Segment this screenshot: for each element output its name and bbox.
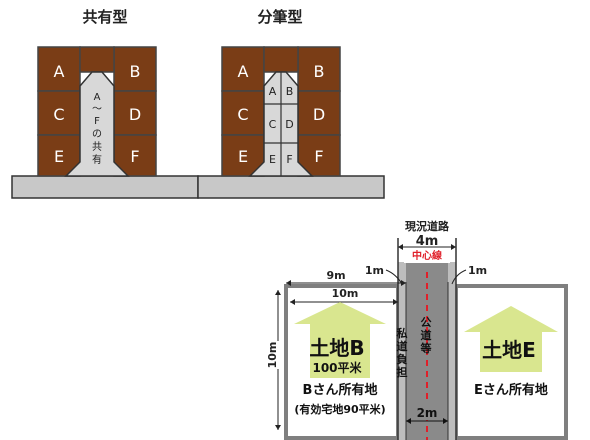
subdivision-base-road xyxy=(197,175,385,199)
land-e-owner: Eさん所有地 xyxy=(474,382,548,398)
dim-2m-arrows xyxy=(406,418,448,424)
center-line-label-bg xyxy=(404,248,450,263)
subdivision-type-diagram: 分筆型 A B C D E F A B C D E F xyxy=(197,8,385,199)
path-lot-b-label: B xyxy=(286,85,294,98)
existing-road-label: 現況道路 xyxy=(405,219,450,233)
shared-lot-b xyxy=(113,46,157,92)
shared-path-char-4: の xyxy=(92,129,102,140)
shared-base-road xyxy=(11,175,199,199)
land-e-title: 土地E xyxy=(482,338,536,362)
sub-lot-b xyxy=(297,46,341,92)
dim-10m-v-label: 10m xyxy=(266,342,279,369)
road-width-label: 4m xyxy=(416,234,439,249)
center-line-label: 中心線 xyxy=(412,249,442,262)
setback-left-label: 1m xyxy=(365,264,384,277)
sub-lot-top-middle xyxy=(263,46,299,73)
shared-lot-b-label: B xyxy=(130,62,141,81)
public-road-char: 道 xyxy=(421,328,432,342)
subdivision-lots xyxy=(221,46,341,177)
land-b-owner: Bさん所有地 xyxy=(303,382,378,398)
shared-path-char-1: A xyxy=(94,92,101,103)
shared-lot-top-middle xyxy=(79,46,115,73)
sub-lot-f-label: F xyxy=(314,147,323,166)
path-lot-c-label: C xyxy=(269,118,277,131)
shared-path-char-2: 〜 xyxy=(92,104,102,115)
subdivision-type-title: 分筆型 xyxy=(257,8,302,26)
shared-lot-e-label: E xyxy=(54,147,64,166)
sub-lot-c-label: C xyxy=(237,105,248,124)
path-lot-d-label: D xyxy=(285,118,293,131)
private-burden-char: 私 xyxy=(397,326,408,340)
land-e-arrow-icon xyxy=(464,306,558,372)
shared-path-text: A 〜 F の 共 有 xyxy=(92,92,102,166)
dim-9m-label: 9m xyxy=(326,269,345,282)
shared-lot-f-label: F xyxy=(130,147,139,166)
shared-path-char-5: 共 xyxy=(92,141,102,153)
private-burden-char: 道 xyxy=(397,339,408,353)
shared-lot-d-label: D xyxy=(129,105,141,124)
shared-type-title: 共有型 xyxy=(82,8,127,26)
dim-10m-h-label: 10m xyxy=(332,287,359,300)
sub-lot-b-label: B xyxy=(314,62,325,81)
dim-10m-v-label-bg xyxy=(268,341,282,369)
setback-left-pointer xyxy=(385,269,403,285)
land-b-arrow-icon xyxy=(294,302,386,378)
dim-2m-label-bg xyxy=(410,404,444,420)
setback-right-label: 1m xyxy=(468,264,487,277)
path-lot-f-label: F xyxy=(286,153,292,166)
sub-lot-a-label: A xyxy=(238,62,249,81)
shared-path-char-3: F xyxy=(94,116,100,127)
setback-right-pointer xyxy=(451,269,467,285)
sub-lot-d-label: D xyxy=(313,105,325,124)
shared-path xyxy=(64,71,130,177)
land-b-effective: (有効宅地90平米) xyxy=(294,402,385,416)
sub-lot-e-label: E xyxy=(238,147,248,166)
public-road-vertical-text: 公道等 xyxy=(420,316,432,355)
private-burden-char: 負 xyxy=(397,352,408,366)
subdivided-path xyxy=(248,71,314,177)
private-burden-char: 担 xyxy=(397,365,408,379)
shared-lots xyxy=(37,46,157,177)
path-lot-a-label: A xyxy=(269,85,277,98)
shared-path-char-6: 有 xyxy=(92,153,102,166)
public-road-char: 公 xyxy=(421,316,432,329)
shared-type-diagram: 共有型 A B C D E F A 〜 F の 共 有 xyxy=(11,8,199,199)
land-b-title: 土地B xyxy=(309,336,364,360)
shared-lot-a xyxy=(37,46,81,92)
dim-2m-label: 2m xyxy=(417,406,438,420)
shared-lot-a-label: A xyxy=(54,62,65,81)
path-lot-e-label: E xyxy=(269,153,276,166)
land-b-area: 100平米 xyxy=(312,360,362,375)
public-road-char: 等 xyxy=(420,341,432,355)
shared-lot-c-label: C xyxy=(53,105,64,124)
